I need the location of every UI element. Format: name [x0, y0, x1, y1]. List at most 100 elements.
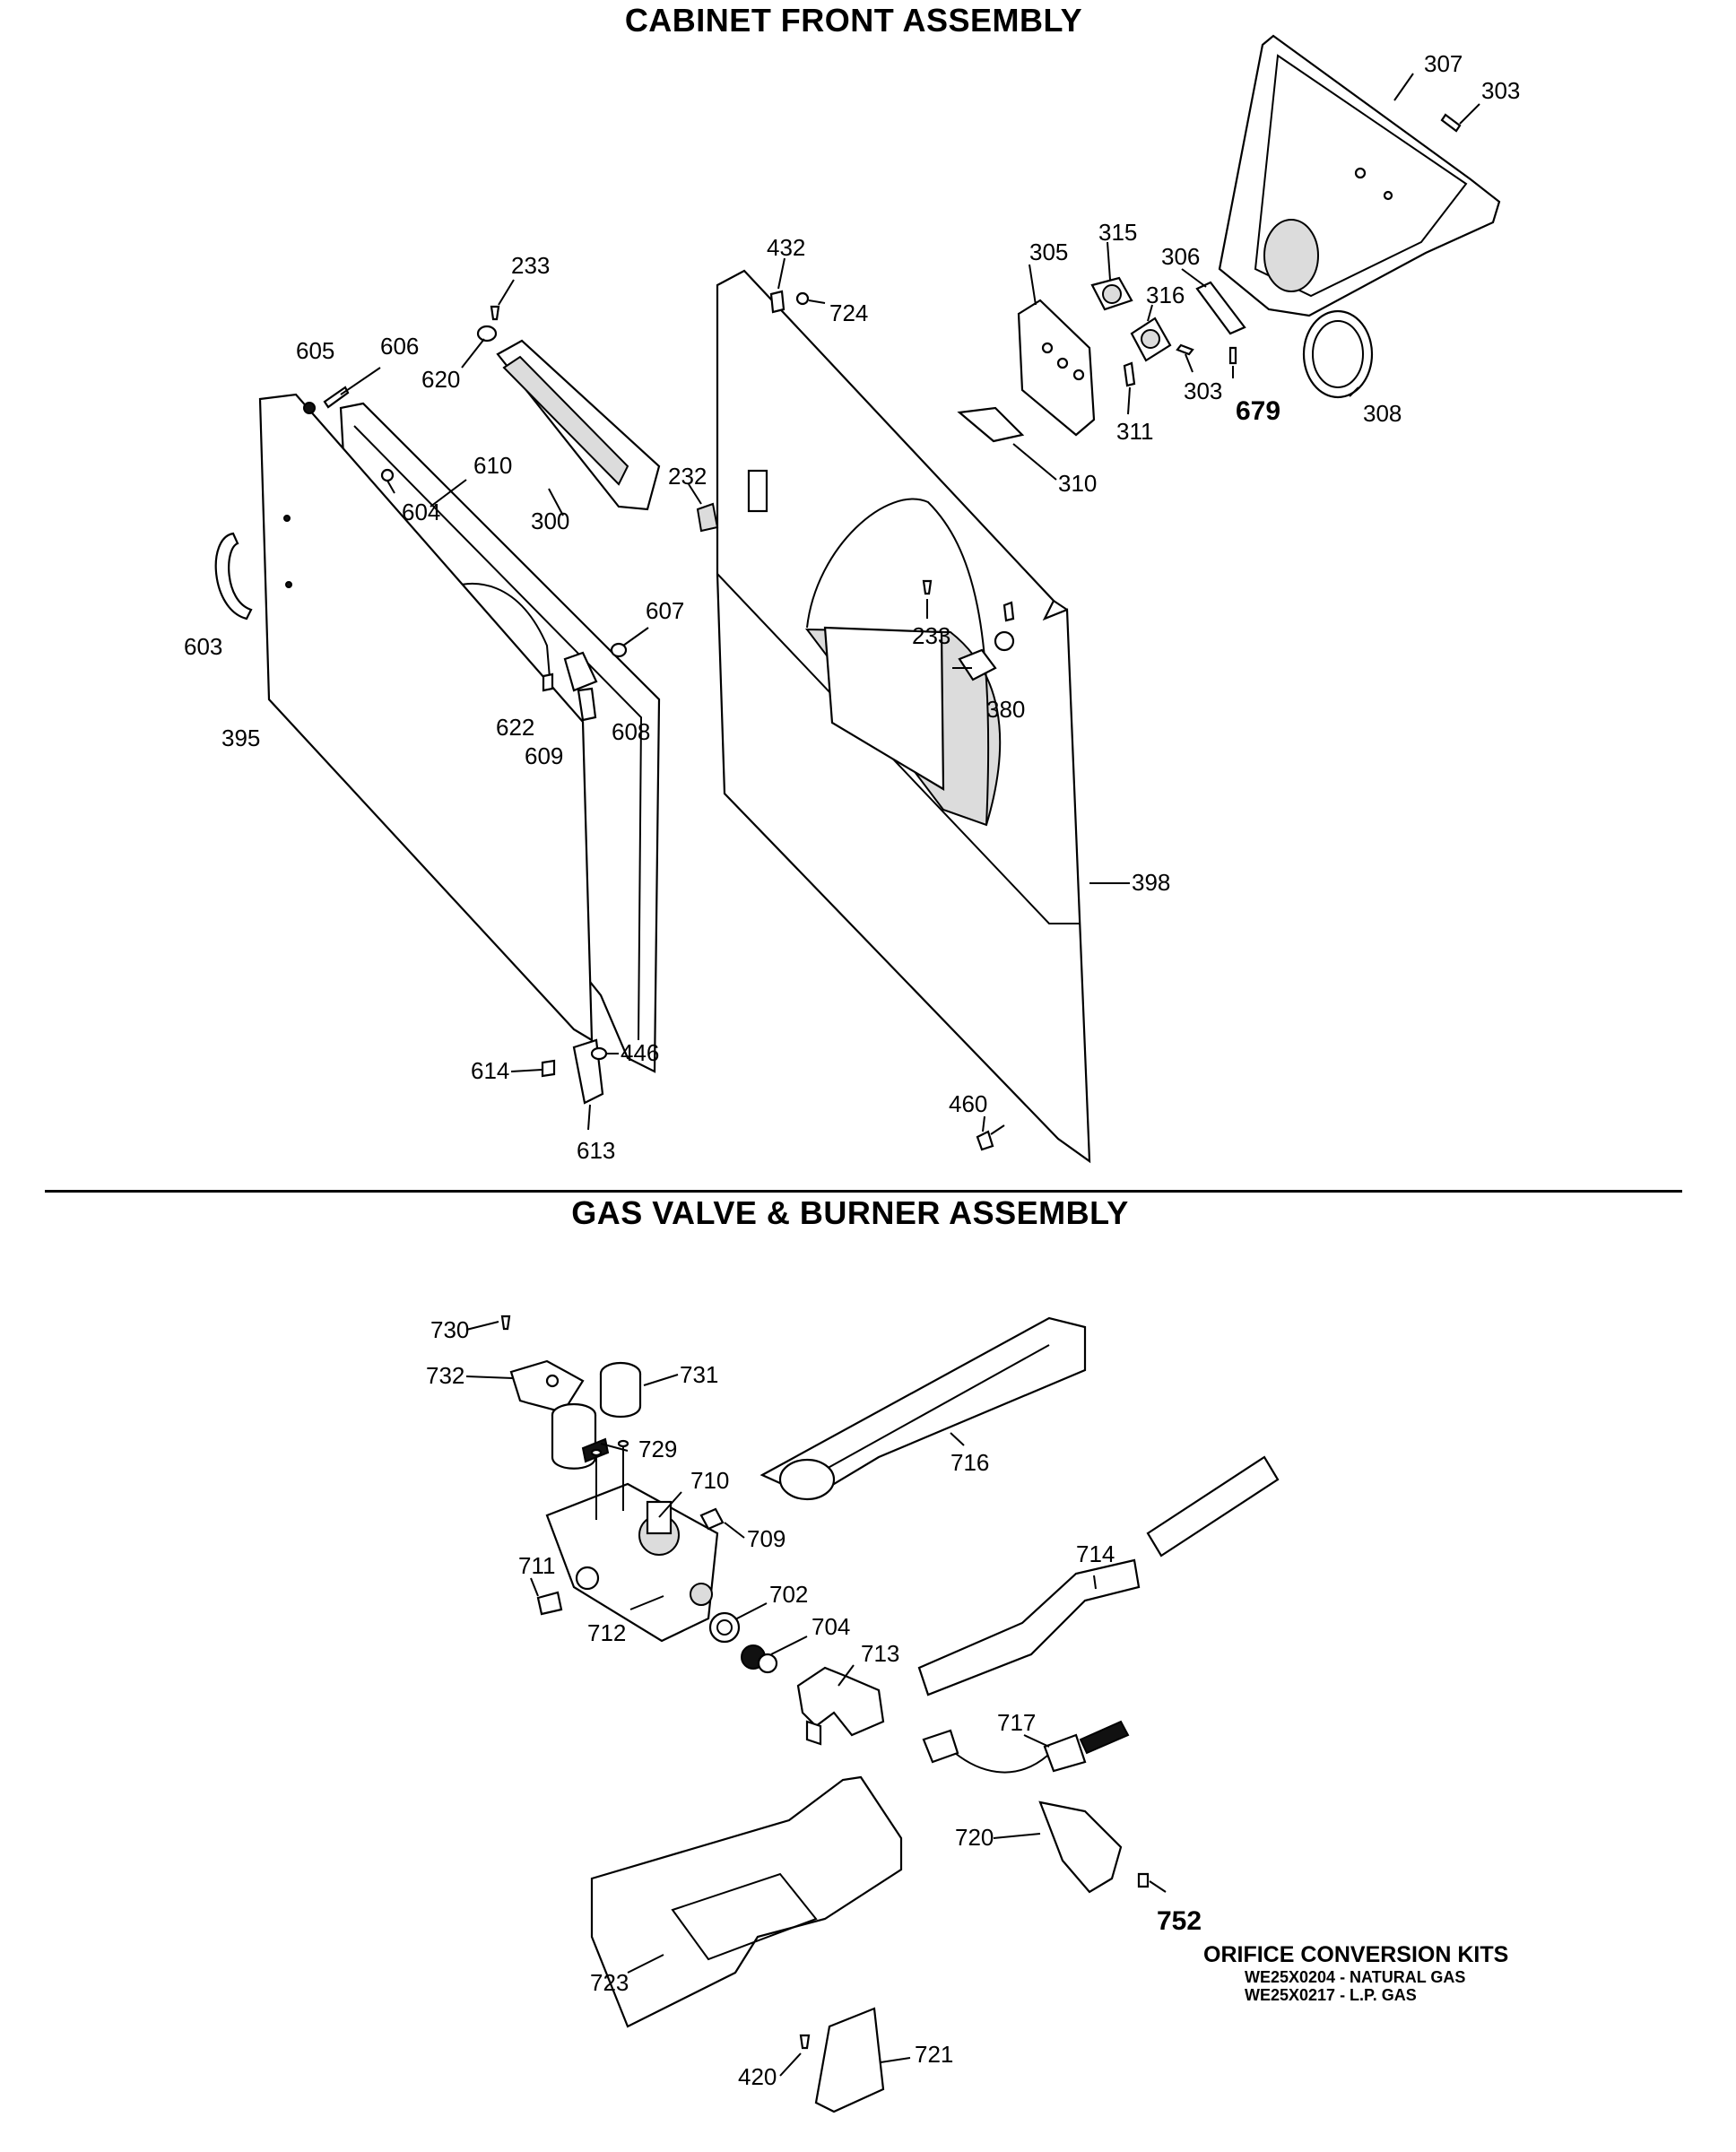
orifice-kit-lp-gas: WE25X0217 - L.P. GAS	[1245, 1986, 1417, 2004]
part-labels-gas: 730 732 731 729 716 710 709 711 714 702 …	[426, 1316, 1202, 2090]
part-679-screw	[1228, 346, 1237, 365]
part-303-screw	[1176, 343, 1194, 356]
label-303-lower: 303	[1184, 377, 1222, 404]
part-607-washer	[610, 642, 628, 658]
label-729: 729	[638, 1436, 677, 1462]
part-307-bulkhead	[1218, 34, 1501, 317]
label-610: 610	[473, 452, 512, 479]
gas-valve-burner-assembly-title: GAS VALVE & BURNER ASSEMBLY	[571, 1194, 1129, 1231]
label-606: 606	[380, 333, 419, 360]
part-460-screw	[976, 1124, 1005, 1151]
label-717: 717	[997, 1709, 1036, 1736]
part-labels-cabinet: 307 303 432 724 305 315 306 316 303 679 …	[184, 50, 1520, 1164]
part-721-shield	[814, 2007, 885, 2113]
leader-lines-gas	[465, 1321, 1167, 2077]
part-310-pad	[957, 406, 1025, 443]
part-315-thermostat	[1090, 276, 1133, 311]
part-723-burner-bracket	[590, 1775, 903, 2028]
part-702-nut	[708, 1611, 741, 1644]
part-608-strike	[563, 651, 598, 692]
label-710: 710	[690, 1467, 729, 1494]
part-395-door-panel	[258, 393, 594, 1042]
label-233-panel: 233	[912, 622, 950, 649]
label-702: 702	[769, 1581, 808, 1608]
label-723: 723	[590, 1969, 629, 1996]
part-420-screw	[799, 2034, 811, 2050]
label-303: 303	[1481, 77, 1520, 104]
part-729-coil	[551, 1402, 610, 1470]
label-709: 709	[747, 1525, 786, 1552]
part-232-clip	[696, 502, 719, 533]
part-716-burner	[760, 1316, 1087, 1501]
label-613: 613	[577, 1137, 615, 1164]
label-614: 614	[471, 1057, 509, 1084]
label-731: 731	[680, 1361, 718, 1388]
part-622-screw	[542, 672, 554, 692]
label-311: 311	[1116, 418, 1153, 445]
label-305: 305	[1029, 239, 1068, 265]
label-446: 446	[621, 1039, 659, 1066]
label-712: 712	[587, 1619, 626, 1646]
part-603-handle	[214, 532, 253, 620]
label-307: 307	[1424, 50, 1463, 77]
part-606-screw	[323, 386, 350, 409]
part-614-screw	[541, 1059, 556, 1078]
part-432-clip	[769, 290, 786, 314]
label-232: 232	[668, 463, 707, 490]
part-724-screw	[795, 291, 826, 306]
label-716: 716	[950, 1449, 989, 1476]
part-316-thermostat	[1130, 317, 1172, 362]
part-709-fitting	[699, 1507, 725, 1531]
part-731-coil	[599, 1361, 642, 1418]
label-724: 724	[829, 299, 868, 326]
label-310: 310	[1058, 470, 1097, 497]
label-308: 308	[1363, 400, 1402, 427]
part-711-fitting	[536, 1591, 563, 1616]
label-398: 398	[1132, 869, 1170, 896]
part-303-screw-top	[1440, 103, 1480, 133]
label-380: 380	[986, 696, 1025, 723]
label-609: 609	[525, 742, 563, 769]
label-604: 604	[402, 499, 440, 525]
label-730: 730	[430, 1316, 469, 1343]
part-380-switch	[958, 630, 1015, 681]
part-704-orifice	[741, 1644, 778, 1674]
label-752: 752	[1157, 1906, 1202, 1936]
section-divider	[45, 1190, 1682, 1193]
orifice-kits-heading: ORIFICE CONVERSION KITS	[1203, 1942, 1509, 1967]
label-395: 395	[221, 725, 260, 751]
label-608: 608	[612, 718, 650, 745]
label-233-top: 233	[511, 252, 550, 279]
label-460: 460	[949, 1090, 987, 1117]
orifice-conversion-kits: ORIFICE CONVERSION KITS WE25X0204 - NATU…	[1203, 1942, 1508, 2004]
label-300: 300	[531, 508, 569, 534]
part-604-screw	[380, 468, 395, 482]
cabinet-front-assembly-title: CABINET FRONT ASSEMBLY	[624, 2, 1083, 39]
part-609-latch	[577, 687, 597, 722]
label-679: 679	[1236, 396, 1280, 426]
label-605: 605	[296, 337, 334, 364]
label-622: 622	[496, 714, 534, 741]
label-607: 607	[646, 597, 684, 624]
part-730-screw	[500, 1315, 511, 1331]
part-712-gas-valve	[545, 1439, 719, 1643]
part-398-front-panel	[716, 269, 1091, 1164]
part-300-filter	[496, 339, 661, 511]
label-721: 721	[915, 2041, 953, 2068]
label-704: 704	[812, 1613, 850, 1640]
part-752-screw	[1137, 1872, 1150, 1888]
part-714-burner-tube	[917, 1455, 1280, 1696]
label-720: 720	[955, 1824, 994, 1851]
label-714: 714	[1076, 1540, 1115, 1567]
part-446-washer	[590, 1046, 608, 1061]
part-720-bracket	[1038, 1801, 1123, 1894]
part-311-clip	[1123, 361, 1136, 387]
label-316: 316	[1146, 282, 1185, 308]
label-713: 713	[861, 1640, 899, 1667]
label-603: 603	[184, 633, 222, 660]
part-713-elbow	[796, 1666, 885, 1746]
part-620-washer	[476, 325, 498, 343]
part-233-screw-top	[490, 305, 500, 321]
part-605-bumper	[303, 402, 316, 414]
